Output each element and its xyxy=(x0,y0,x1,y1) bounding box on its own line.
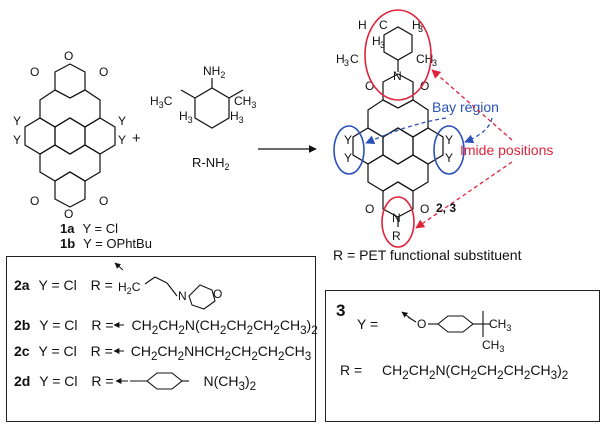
row-2b-formula: CH2CH2N(CH2CH2CH2CH3)2 xyxy=(131,317,318,337)
aniline-nh2: NH2 xyxy=(203,64,225,80)
svg-text:H: H xyxy=(336,52,345,66)
svg-text:3: 3 xyxy=(432,58,437,68)
row-2d-y: Y = Cl xyxy=(39,373,78,389)
svg-text:O: O xyxy=(64,207,73,221)
svg-text:O: O xyxy=(420,202,429,216)
svg-text:H: H xyxy=(358,18,367,32)
reactant-dianhydride-atoms: OOO OOO YY YY xyxy=(13,49,126,221)
svg-text:O: O xyxy=(30,194,39,208)
compound-3-y-label: Y = xyxy=(357,316,379,332)
dimethylaminophenyl-structure xyxy=(130,372,189,390)
compound-3-formula: CH2CH2N(CH2CH2CH2CH3)2 xyxy=(382,362,569,382)
svg-text:C: C xyxy=(379,18,388,32)
svg-text:Y: Y xyxy=(344,151,352,165)
attach-arrow-2a xyxy=(114,262,124,271)
row-2c: 2c Y = Cl R = CH2CH2NHCH2CH2CH2CH3 xyxy=(14,343,311,363)
morpholine-n: N xyxy=(178,289,187,303)
aniline-structure xyxy=(180,78,244,129)
svg-text:N: N xyxy=(392,211,401,225)
bay-oval-right xyxy=(433,125,465,175)
svg-text:3: 3 xyxy=(418,24,423,34)
svg-text:Y: Y xyxy=(13,114,21,128)
svg-text:Y: Y xyxy=(344,133,352,147)
compound-3-id: 3 xyxy=(336,301,346,320)
row-2d-id: 2d xyxy=(14,373,31,389)
morpholine-h2c: H2C xyxy=(118,280,141,296)
svg-text:Y: Y xyxy=(118,114,126,128)
imide-positions-label: Imide positions xyxy=(460,142,553,158)
r-substituent-note: R = PET functional substituent xyxy=(333,247,522,263)
aniline-ch3: CH3 xyxy=(234,94,256,110)
row-2b: 2b Y = Cl R = CH2CH2N(CH2CH2CH2CH3)2 xyxy=(14,317,318,337)
row-2b-y: Y = Cl xyxy=(39,317,78,333)
morpholine-o: O xyxy=(213,287,222,301)
svg-text:H: H xyxy=(412,18,421,32)
bay-region-label: Bay region xyxy=(432,99,499,115)
attach-arrow-3 xyxy=(401,311,411,319)
svg-text:O: O xyxy=(99,194,108,208)
row-2c-r: R = xyxy=(90,343,117,359)
svg-text:H: H xyxy=(372,34,381,48)
svg-text:N: N xyxy=(393,69,402,83)
row-2c-formula: CH2CH2NHCH2CH2CH2CH3 xyxy=(130,343,312,363)
svg-text:O: O xyxy=(99,65,108,79)
substituent-box-compound-3 xyxy=(325,290,600,422)
phenoxy-o: O xyxy=(417,317,426,331)
amine-formula: R-NH2 xyxy=(192,155,230,172)
row-2a: 2a Y = Cl R = xyxy=(14,277,113,293)
morpholine-structure xyxy=(144,276,216,310)
aniline-h3-right: H3 xyxy=(230,109,244,125)
svg-text:Y: Y xyxy=(445,133,453,147)
svg-text:3: 3 xyxy=(344,58,349,68)
svg-text:O: O xyxy=(420,79,429,93)
svg-text:Y: Y xyxy=(118,133,126,147)
row-2a-r: R = xyxy=(90,277,113,293)
svg-text:Y: Y xyxy=(13,133,21,147)
row-2d-formula: N(CH3)2 xyxy=(203,373,257,393)
product-compound-ids: 2, 3 xyxy=(436,201,456,215)
bay-oval-left xyxy=(333,125,365,175)
svg-text:R: R xyxy=(392,229,401,243)
row-2d-r: R = xyxy=(91,373,118,389)
svg-text:Y: Y xyxy=(445,151,453,165)
product-structure xyxy=(352,26,444,227)
imide-arrow-top xyxy=(431,69,513,141)
svg-text:O: O xyxy=(365,202,374,216)
substituent-box-series-2 xyxy=(6,256,316,422)
row-2a-y: Y = Cl xyxy=(38,277,77,293)
row-2c-y: Y = Cl xyxy=(38,343,77,359)
svg-text:3: 3 xyxy=(380,40,385,50)
tbu-ch3-right: CH3 xyxy=(489,317,511,333)
aniline-h3-left: H3 xyxy=(179,109,193,125)
row-2c-id: 2c xyxy=(14,343,30,359)
imide-oval-bottom xyxy=(381,196,415,248)
svg-text:CH: CH xyxy=(416,52,433,66)
svg-text:O: O xyxy=(30,65,39,79)
reactant-dianhydride-structure xyxy=(24,63,116,208)
svg-text:O: O xyxy=(64,49,73,63)
row-2b-r: R = xyxy=(91,317,118,333)
row-2b-id: 2b xyxy=(14,317,31,333)
bay-arrow-left xyxy=(365,117,447,145)
svg-text:O: O xyxy=(365,79,374,93)
imide-oval-top xyxy=(364,9,432,101)
row-2a-id: 2a xyxy=(14,277,30,293)
svg-text:C: C xyxy=(350,52,359,66)
row-2d: 2d Y = Cl R = N(CH3)2 xyxy=(14,373,256,393)
bay-arrow-right xyxy=(464,117,493,144)
tert-butylphenoxy-structure xyxy=(407,311,490,337)
plus-sign: + xyxy=(132,130,141,147)
imide-arrow-bottom xyxy=(415,161,513,229)
tbu-ch3-bottom: CH3 xyxy=(482,338,504,354)
aniline-h3c: H3C xyxy=(150,94,173,110)
compound-3-r-label: R = xyxy=(340,362,363,378)
